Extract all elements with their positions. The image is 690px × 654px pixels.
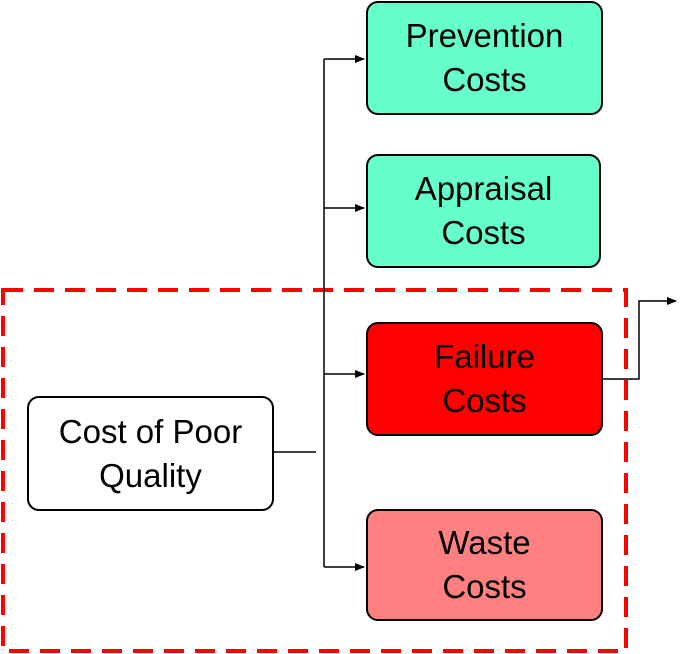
node-label-line2: Costs [441,214,526,251]
highlight-region [1,288,628,653]
appraisal-costs-node: Appraisal Costs [366,154,601,268]
node-label-line1: Waste [438,524,531,561]
node-label-line2: Costs [442,61,527,98]
waste-costs-node: Waste Costs [366,509,603,621]
node-label-line2: Costs [442,568,527,605]
cost-of-poor-quality-node: Cost of Poor Quality [27,396,274,511]
node-label-line1: Cost of Poor [58,412,243,450]
failure-outgoing-arrow [603,297,677,380]
failure-costs-node: Failure Costs [366,322,603,436]
prevention-costs-node: Prevention Costs [366,1,603,115]
node-label-line1: Appraisal [414,170,553,207]
node-label-line2: Costs [442,382,527,419]
node-label-line2: Quality [99,456,202,494]
node-label-line1: Prevention [405,17,564,54]
node-label-line1: Failure [434,338,535,375]
